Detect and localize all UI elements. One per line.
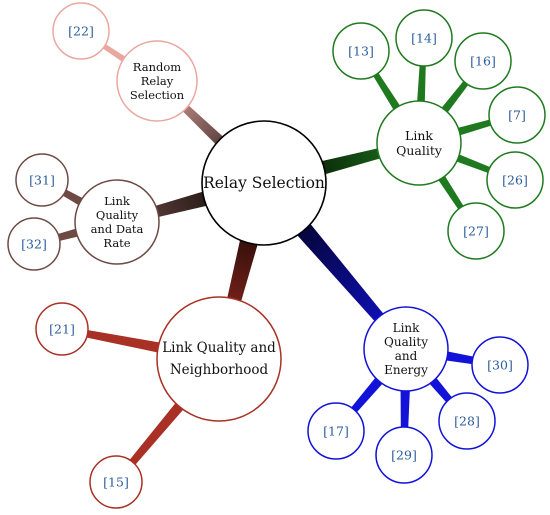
ref-node-link-quality-6: [447, 202, 505, 260]
ref-label-link-quality-6: [27]: [463, 224, 489, 239]
branch-label-random-line-1: Random: [133, 60, 181, 74]
branch-label-data-rate-line-4: Rate: [103, 236, 130, 250]
branch-label-energy-line-1: Link: [393, 321, 421, 335]
ref-node-energy-3: [375, 426, 433, 484]
branch-label-random-line-3: Selection: [130, 88, 185, 102]
ref-label-random-1: [22]: [68, 24, 94, 39]
branch-node-link-quality: [376, 100, 462, 186]
branch-node-energy: [363, 306, 449, 392]
branch-label-neighborhood-line-1: Link Quality and: [162, 340, 276, 356]
ref-label-energy-4: [17]: [323, 424, 349, 439]
ref-node-link-quality-2: [395, 9, 453, 67]
ref-node-data-rate-1: [15, 153, 69, 207]
ref-node-neighborhood-1: [35, 302, 89, 356]
ref-node-energy-4: [307, 402, 365, 460]
center-node: [201, 120, 327, 246]
branch-label-neighborhood-line-2: Neighborhood: [170, 362, 269, 378]
ref-node-link-quality-5: [486, 151, 544, 209]
ref-node-link-quality-1: [332, 22, 390, 80]
ref-label-energy-1: [30]: [487, 358, 513, 373]
ref-label-energy-3: [29]: [391, 448, 417, 463]
branch-node-random: [116, 40, 198, 122]
branch-label-link-quality-line-1: Link: [405, 128, 433, 143]
branch-label-energy-line-2: Quality: [384, 335, 428, 349]
branch-node-data-rate: [74, 179, 160, 265]
ref-label-link-quality-3: [16]: [470, 54, 496, 69]
ref-node-neighborhood-2: [89, 455, 143, 509]
ref-label-neighborhood-2: [15]: [103, 475, 129, 490]
branch-label-energy-line-3: and: [395, 349, 418, 363]
ref-node-link-quality-4: [488, 86, 546, 144]
branch-label-link-quality-line-2: Quality: [396, 143, 443, 158]
ref-node-data-rate-2: [7, 217, 61, 271]
ref-node-link-quality-3: [454, 32, 512, 90]
branch-node-neighborhood: [156, 296, 282, 422]
branch-label-energy-line-4: Energy: [384, 363, 428, 377]
ref-node-random-1: [52, 2, 110, 60]
ref-label-data-rate-1: [31]: [29, 173, 55, 188]
branch-label-data-rate-line-2: Quality: [96, 208, 139, 222]
branch-label-data-rate-line-1: Link: [104, 194, 131, 208]
ref-label-data-rate-2: [32]: [21, 237, 47, 252]
ref-node-energy-2: [438, 392, 496, 450]
ref-label-link-quality-2: [14]: [411, 31, 437, 46]
ref-label-link-quality-4: [7]: [508, 108, 526, 123]
branch-label-random-line-2: Relay: [141, 74, 174, 88]
ref-label-link-quality-1: [13]: [348, 44, 374, 59]
center-node-label: Relay Selection: [203, 174, 325, 192]
ref-label-link-quality-5: [26]: [502, 173, 528, 188]
ref-label-energy-2: [28]: [454, 414, 480, 429]
ref-node-energy-1: [471, 336, 529, 394]
ref-label-neighborhood-1: [21]: [49, 322, 75, 337]
branch-label-data-rate-line-3: and Data: [91, 222, 144, 236]
